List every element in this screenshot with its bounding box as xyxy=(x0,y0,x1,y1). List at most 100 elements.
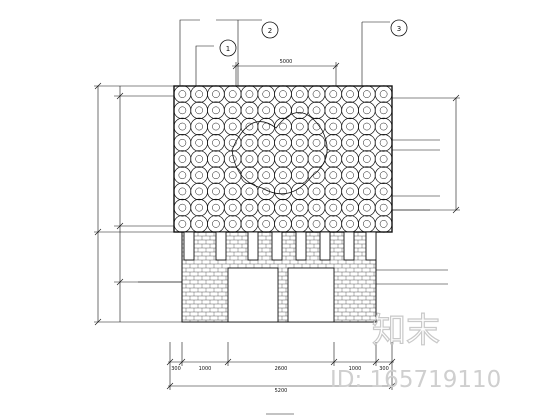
lattice-ring xyxy=(274,198,292,217)
lattice-inner-ring xyxy=(379,171,388,180)
lattice-ring xyxy=(307,133,326,152)
lattice-inner-ring xyxy=(379,203,388,212)
lattice-inner-ring xyxy=(312,155,321,163)
lattice-inner-ring xyxy=(228,122,237,131)
lattice-ring xyxy=(173,150,192,168)
lattice-ring xyxy=(240,215,259,233)
lattice-inner-ring xyxy=(363,106,371,115)
doorway-left xyxy=(227,267,279,323)
lattice-inner-ring xyxy=(279,122,287,131)
lattice-ring xyxy=(341,101,359,120)
lattice-ring xyxy=(374,117,393,136)
lattice-inner-ring xyxy=(178,220,187,228)
lattice-inner-ring xyxy=(295,203,304,212)
lattice-ring xyxy=(207,150,225,168)
lattice-inner-ring xyxy=(195,203,203,212)
lattice-inner-ring xyxy=(346,90,354,98)
lattice-ring xyxy=(290,101,309,120)
lattice-ring xyxy=(257,166,276,185)
lattice-ring xyxy=(207,182,225,201)
lattice-ring xyxy=(374,150,393,168)
lattice-inner-ring xyxy=(295,187,304,196)
lattice-inner-ring xyxy=(245,106,254,115)
lattice-ring xyxy=(190,85,208,103)
lattice-inner-ring xyxy=(178,122,187,131)
lattice-ring xyxy=(207,101,225,120)
lattice-inner-ring xyxy=(195,106,203,115)
lattice-inner-ring xyxy=(178,90,187,98)
lattice-inner-ring xyxy=(363,138,371,147)
lattice-ring xyxy=(374,101,393,120)
lattice-inner-ring xyxy=(262,155,271,163)
lattice-inner-ring xyxy=(245,155,254,163)
lattice-ring xyxy=(207,166,225,185)
lattice-ring xyxy=(374,166,393,185)
lattice-ring xyxy=(274,182,292,201)
lattice-ring xyxy=(341,85,359,103)
support-column xyxy=(215,231,227,261)
lattice-inner-ring xyxy=(346,138,354,147)
lattice-ring xyxy=(358,150,376,168)
lattice-inner-ring xyxy=(212,138,220,147)
lattice-inner-ring xyxy=(312,138,321,147)
lattice-ring xyxy=(358,198,376,217)
lattice-ring xyxy=(324,182,343,201)
lattice-ring xyxy=(274,215,292,233)
lattice-ring xyxy=(274,101,292,120)
lattice-ring xyxy=(274,166,292,185)
lattice-inner-ring xyxy=(228,220,237,228)
lattice-ring xyxy=(190,166,208,185)
lattice-ring xyxy=(358,133,376,152)
lattice-inner-ring xyxy=(312,187,321,196)
lattice-ring xyxy=(223,182,242,201)
lattice-ring xyxy=(358,85,376,103)
lattice-inner-ring xyxy=(346,155,354,163)
lattice-inner-ring xyxy=(329,90,338,98)
lattice-ring xyxy=(173,166,192,185)
bottom-dim-5: 300 xyxy=(379,366,389,372)
lattice-ring xyxy=(190,101,208,120)
lattice-ring xyxy=(190,215,208,233)
lattice-ring xyxy=(324,166,343,185)
lattice-inner-ring xyxy=(379,138,388,147)
lattice-ring xyxy=(341,215,359,233)
lattice-ring xyxy=(240,198,259,217)
lattice-inner-ring xyxy=(178,171,187,180)
lattice-ring xyxy=(190,150,208,168)
circle-lattice-panel xyxy=(173,85,393,233)
lattice-inner-ring xyxy=(329,220,338,228)
lattice-inner-ring xyxy=(346,203,354,212)
lattice-inner-ring xyxy=(329,122,338,131)
lattice-ring xyxy=(290,150,309,168)
bottom-dim-total: 5200 xyxy=(275,388,288,394)
support-column xyxy=(271,231,283,261)
lattice-ring xyxy=(290,198,309,217)
lattice-ring xyxy=(207,85,225,103)
lattice-ring xyxy=(358,166,376,185)
lattice-inner-ring xyxy=(312,122,321,131)
svg-text:3: 3 xyxy=(397,25,401,33)
lattice-ring xyxy=(374,215,393,233)
lattice-inner-ring xyxy=(228,138,237,147)
lattice-inner-ring xyxy=(195,122,203,131)
lattice-ring xyxy=(274,85,292,103)
lattice-inner-ring xyxy=(212,90,220,98)
lattice-inner-ring xyxy=(195,155,203,163)
lattice-inner-ring xyxy=(279,155,287,163)
support-column xyxy=(343,231,355,261)
lattice-inner-ring xyxy=(228,171,237,180)
callout-leaders-top xyxy=(179,19,390,86)
lattice-inner-ring xyxy=(195,187,203,196)
lattice-inner-ring xyxy=(295,171,304,180)
lattice-ring xyxy=(257,133,276,152)
lattice-inner-ring xyxy=(195,90,203,98)
support-column xyxy=(247,231,259,261)
lattice-ring xyxy=(374,133,393,152)
support-columns xyxy=(183,231,377,261)
lattice-ring xyxy=(324,198,343,217)
left-dimension-chain xyxy=(94,82,182,326)
lattice-inner-ring xyxy=(245,90,254,98)
lattice-ring xyxy=(307,85,326,103)
lattice-inner-ring xyxy=(363,90,371,98)
bottom-dim-4: 1000 xyxy=(349,366,362,372)
